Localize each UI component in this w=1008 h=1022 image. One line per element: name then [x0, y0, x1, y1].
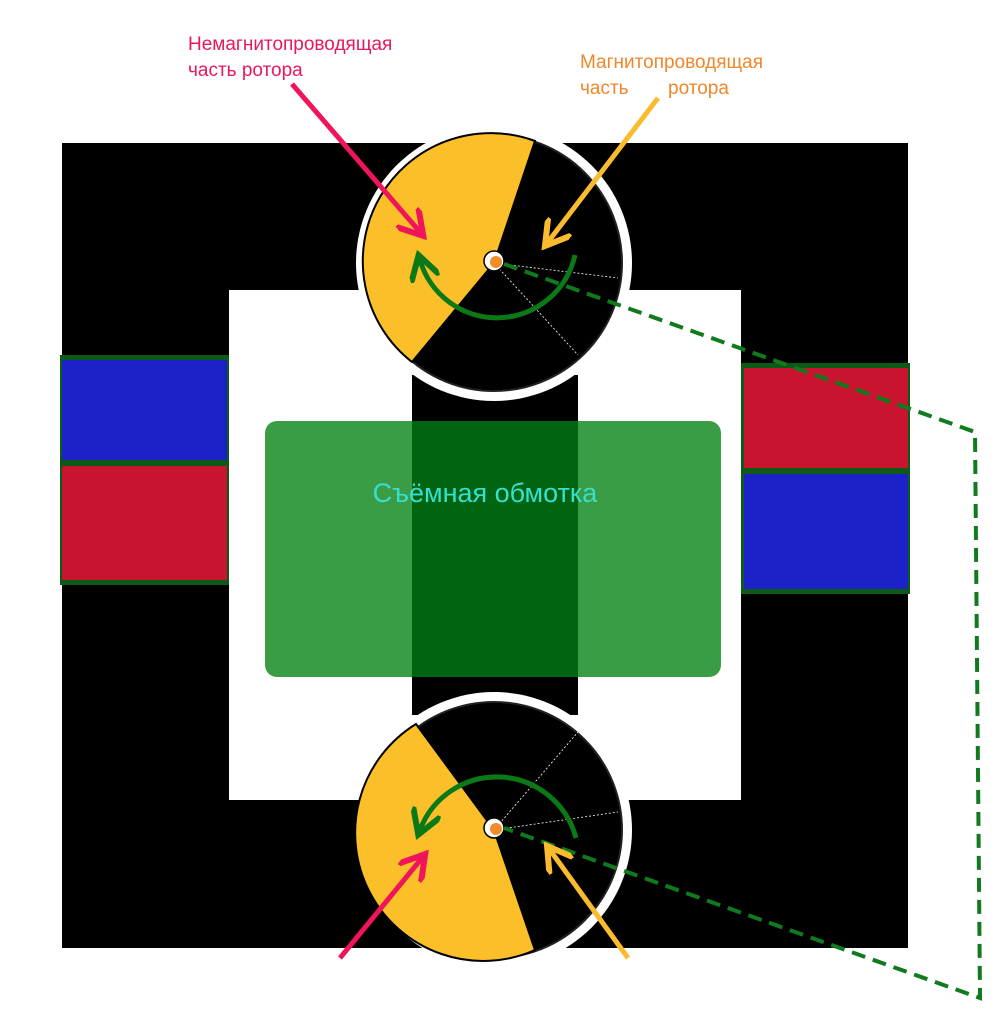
pointer-arrow-icon	[338, 858, 422, 960]
winding-label: Съёмная обмотка	[373, 478, 599, 508]
pointer-arrow-icon	[290, 82, 420, 232]
bottom-rotor-non-magnetic-sector	[354, 722, 537, 962]
svg-text:часть ротора: часть ротора	[188, 60, 303, 81]
right-magnet-red	[744, 368, 908, 468]
removable-winding[interactable]: Съёмная обмотка	[265, 421, 721, 677]
pointer-arrow-icon	[548, 96, 660, 242]
left-magnet	[60, 355, 229, 585]
rotation-arrow-icon	[420, 255, 578, 321]
magnetic-label: Магнитопроводящая часть ротора	[580, 52, 763, 99]
pointer-arrow-icon	[550, 850, 631, 960]
top-rotor[interactable]	[356, 125, 632, 401]
rotor-link-dashed-line	[503, 262, 983, 1001]
bottom-rotor[interactable]	[354, 692, 632, 968]
rotation-arrow-icon	[420, 774, 579, 838]
svg-text:часть: часть	[580, 78, 629, 99]
svg-text:Магнитопроводящая: Магнитопроводящая	[580, 52, 763, 73]
right-magnet	[741, 363, 910, 594]
right-magnet-blue	[744, 474, 908, 589]
top-rotor-non-magnetic-sector	[361, 132, 537, 364]
left-magnet-blue	[62, 360, 227, 460]
non-magnetic-label: Немагнитопроводящая часть ротора	[188, 34, 392, 81]
svg-text:ротора: ротора	[668, 78, 729, 99]
winding-core-overlap	[412, 421, 578, 677]
svg-text:Немагнитопроводящая: Немагнитопроводящая	[188, 34, 392, 55]
left-magnet-red	[62, 466, 227, 580]
